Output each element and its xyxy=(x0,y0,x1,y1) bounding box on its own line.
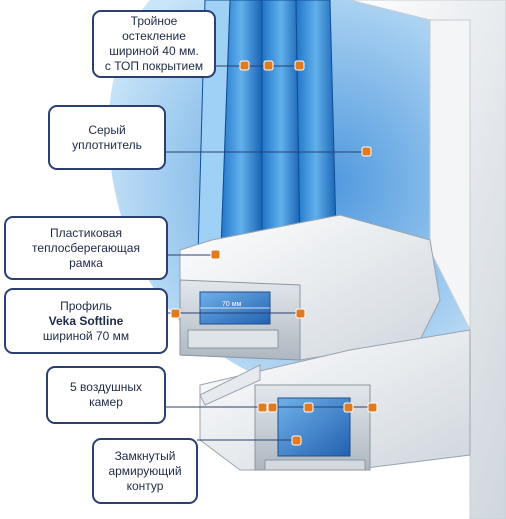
marker-chamber-2 xyxy=(267,402,278,413)
callout-glazing-line-1: Тройное xyxy=(130,14,178,28)
marker-chamber-1 xyxy=(257,402,268,413)
glass-pane-inner xyxy=(295,0,337,246)
marker-chamber-3 xyxy=(303,402,314,413)
callout-seal-line-2: уплотнитель xyxy=(72,137,142,152)
callout-seal: Серый уплотнитель xyxy=(48,105,166,170)
marker-glazing-3 xyxy=(294,60,305,71)
callout-spacer: Пластиковая теплосберегающая рамка xyxy=(4,216,168,280)
callout-reinforcement-line-3: контур xyxy=(126,478,164,493)
marker-glazing-1 xyxy=(239,60,250,71)
callout-spacer-line-3: рамка xyxy=(69,255,103,270)
marker-seal xyxy=(361,146,372,157)
callout-reinforcement-line-2: армирующий xyxy=(108,463,182,478)
frame-reinforcement xyxy=(277,397,351,457)
marker-profile-right xyxy=(295,308,306,319)
marker-glazing-2 xyxy=(263,60,274,71)
callout-chambers-line-1: 5 воздушных xyxy=(70,380,142,394)
callout-glazing: Тройное остекление шириной 40 мм. с ТОП … xyxy=(92,10,216,78)
callout-chambers: 5 воздушных камер xyxy=(46,366,166,424)
marker-chamber-5 xyxy=(367,402,378,413)
callout-spacer-line-2: теплосберегающая xyxy=(32,240,140,255)
callout-spacer-line-1: Пластиковая xyxy=(50,225,122,240)
dimension-label: 70 мм xyxy=(222,301,242,308)
callout-glazing-line-3: шириной 40 мм. xyxy=(109,44,199,58)
markers xyxy=(170,60,378,446)
callout-chambers-line-2: камер xyxy=(89,395,123,409)
callout-glazing-line-4: с ТОП покрытием xyxy=(104,59,204,73)
marker-chamber-4 xyxy=(343,402,354,413)
callout-profile-line-1: Профиль xyxy=(60,298,112,313)
marker-profile-left xyxy=(170,308,181,319)
callout-profile-line-2: Veka Softline xyxy=(48,313,124,328)
glass-pane-middle xyxy=(261,0,301,261)
callout-reinforcement: Замкнутый армирующий контур xyxy=(92,438,198,504)
callout-seal-line-1: Серый xyxy=(88,122,126,137)
callout-profile-line-3: шириной 70 мм xyxy=(42,328,130,343)
callout-reinforcement-line-1: Замкнутый xyxy=(114,448,176,463)
marker-reinforcement xyxy=(291,435,302,446)
marker-spacer xyxy=(210,249,221,260)
callout-glazing-line-2: остекление xyxy=(122,29,186,43)
callout-profile: Профиль Veka Softline шириной 70 мм xyxy=(4,288,168,354)
